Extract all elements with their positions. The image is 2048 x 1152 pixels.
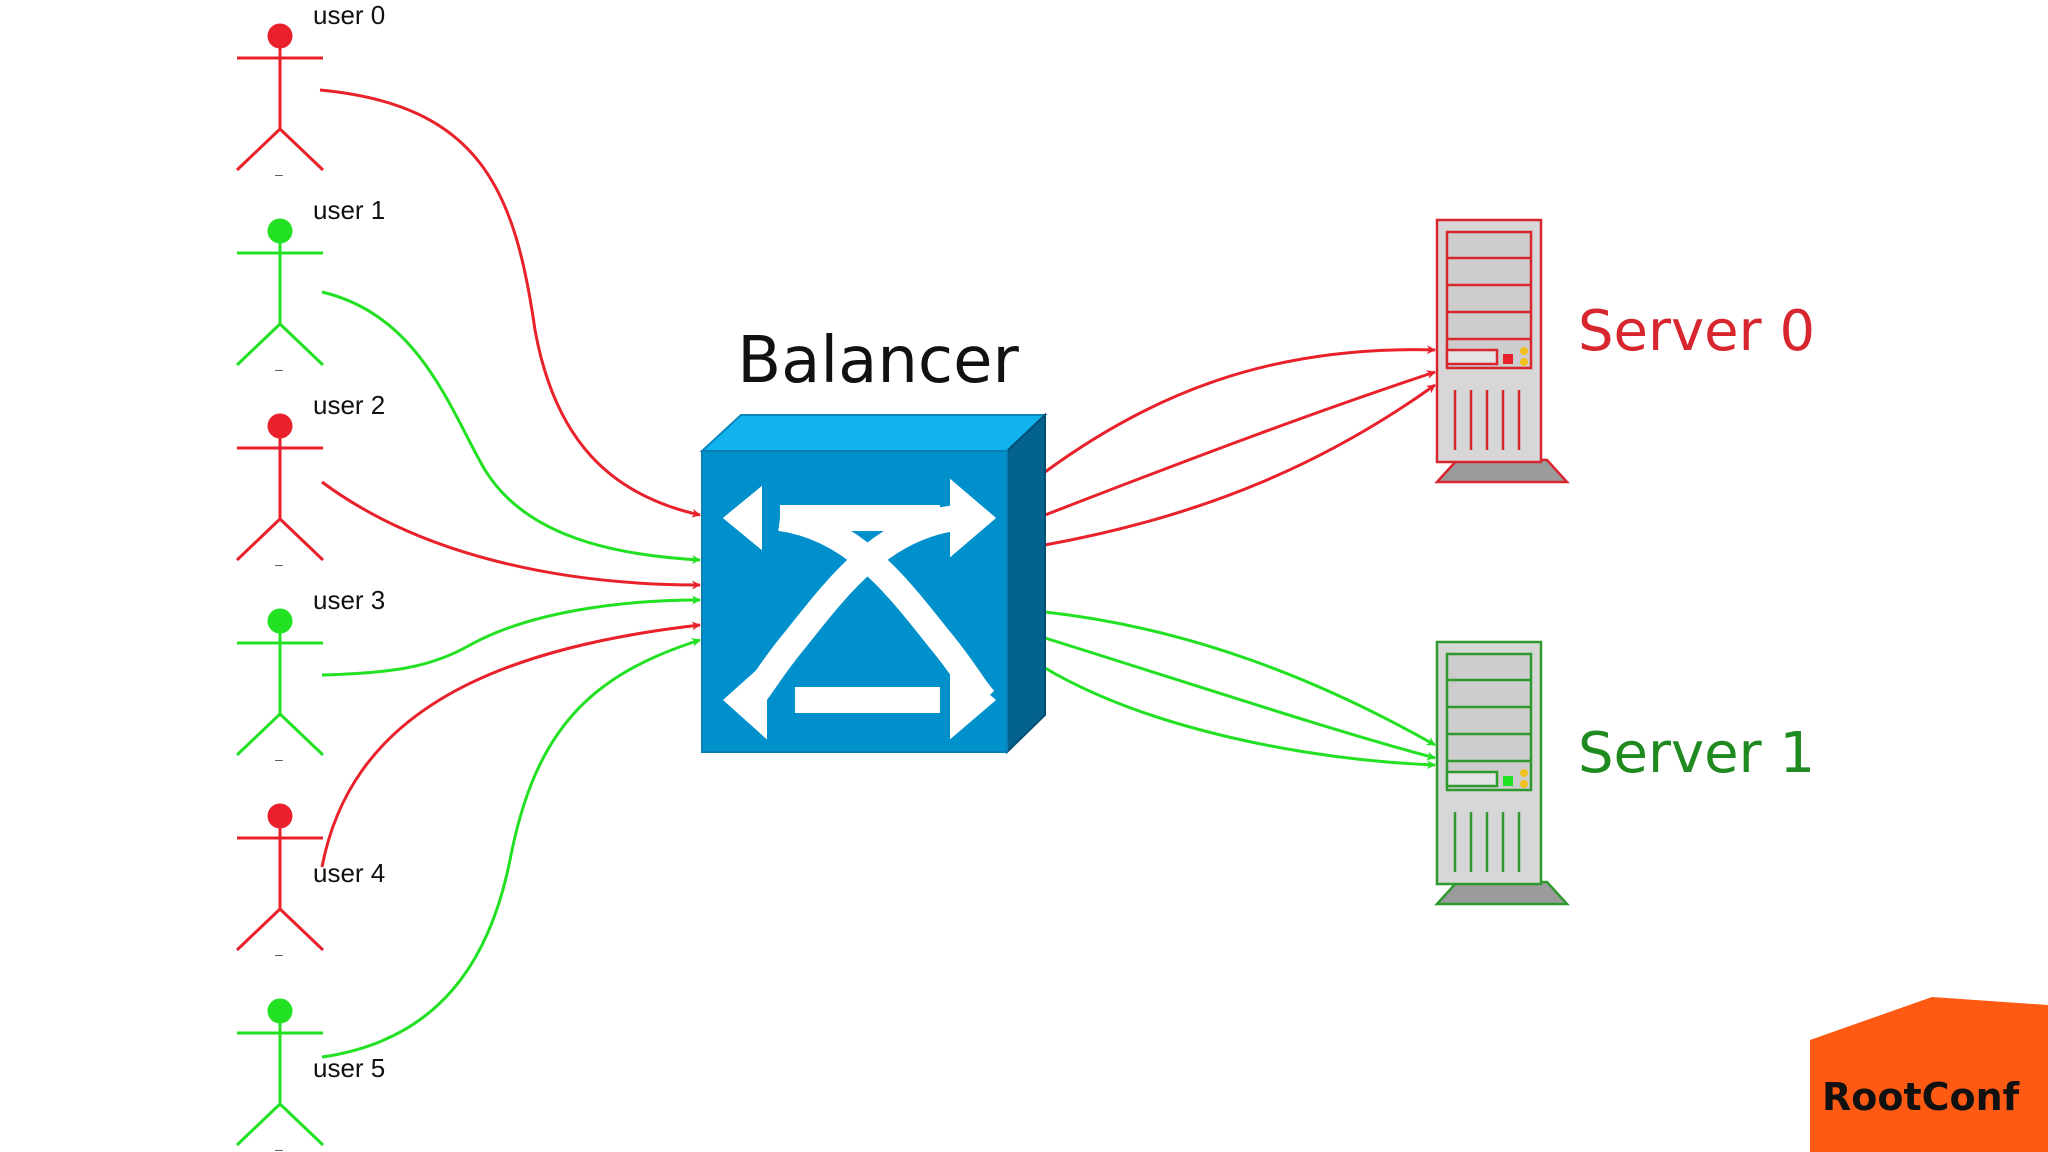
server-1: Server 1 <box>1434 640 1815 906</box>
user-0: user 0 – <box>235 0 385 182</box>
balancer-label: Balancer <box>737 324 1019 398</box>
flow-to-server-1-b <box>1044 636 1436 761</box>
user-4: user 4 – <box>235 803 385 962</box>
user-figure-icon <box>235 608 325 757</box>
user-label: user 0 <box>313 0 385 30</box>
balancer: Balancer <box>699 324 1048 755</box>
flow-to-server-0-a <box>1044 345 1436 474</box>
server-0: Server 0 <box>1434 218 1815 484</box>
user-flows <box>319 88 701 1059</box>
user-figure-icon <box>235 803 325 952</box>
balancer-side-face <box>1006 412 1046 755</box>
user-label: user 1 <box>313 195 385 225</box>
flow-to-server-1-c <box>1044 666 1436 770</box>
flow-to-server-0-c <box>1044 383 1436 547</box>
brand-shape <box>1810 997 2048 1152</box>
user-label: user 3 <box>313 585 385 615</box>
user-1: user 1 – <box>235 195 385 377</box>
brand-badge: RootConf <box>1810 997 2048 1152</box>
flow-user-0 <box>319 88 701 518</box>
user-figure-icon <box>235 998 325 1147</box>
user-3: user 3 – <box>235 585 385 767</box>
flow-to-server-0-b <box>1044 370 1436 517</box>
server-flows <box>1044 345 1436 770</box>
user-figure-icon <box>235 23 325 172</box>
flow-user-5 <box>321 638 701 1059</box>
flow-user-1 <box>321 290 701 565</box>
user-separator: – <box>275 556 283 572</box>
flow-user-3 <box>321 595 701 677</box>
user-figure-icon <box>235 413 325 562</box>
user-label: user 2 <box>313 390 385 420</box>
server-tower-icon <box>1434 218 1570 484</box>
user-list: user 0–user 1–user 2–user 3–user 4–user … <box>235 0 385 1152</box>
user-figure-icon <box>235 218 325 367</box>
server-label: Server 1 <box>1578 721 1815 786</box>
server-tower-icon <box>1434 640 1570 906</box>
server-label: Server 0 <box>1578 299 1815 364</box>
user-separator: – <box>275 1141 283 1152</box>
flow-to-server-1-a <box>1044 610 1436 747</box>
brand-label: RootConf <box>1822 1075 2020 1119</box>
user-separator: – <box>275 361 283 377</box>
user-label: user 5 <box>313 1053 385 1083</box>
flow-user-2 <box>321 480 701 590</box>
server-list: Server 0 Server 1 <box>1434 218 1815 906</box>
user-separator: – <box>275 751 283 767</box>
user-separator: – <box>275 166 283 182</box>
user-5: user 5 – <box>235 998 385 1152</box>
user-label: user 4 <box>313 858 385 888</box>
user-2: user 2 – <box>235 390 385 572</box>
flow-user-4 <box>320 621 701 868</box>
user-separator: – <box>275 946 283 962</box>
balancer-top-face <box>699 414 1048 452</box>
crossbar-switch-icon <box>722 478 997 740</box>
